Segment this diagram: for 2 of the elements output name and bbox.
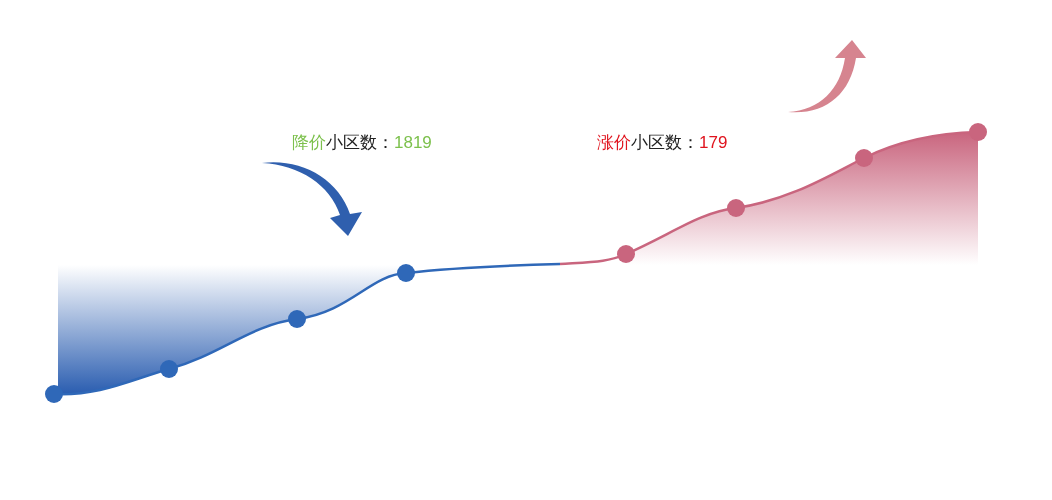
count-label: 降价小区数：1819 — [292, 132, 432, 154]
count-label: 涨价小区数：179 — [597, 132, 728, 154]
